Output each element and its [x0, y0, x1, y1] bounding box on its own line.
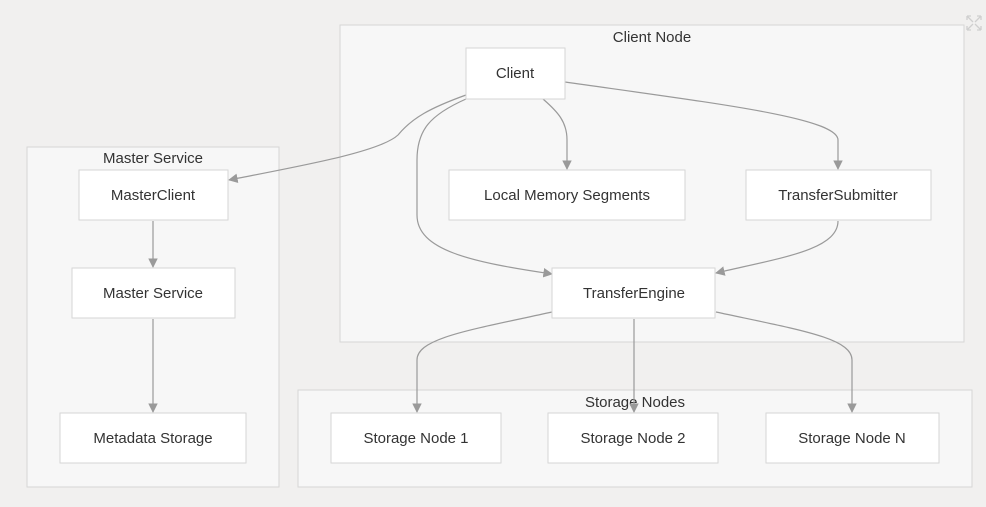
node-transferengine[interactable]: TransferEngine — [551, 267, 716, 319]
edge-transferengine-to-storagen — [715, 311, 857, 413]
node-client-label: Client — [496, 65, 535, 82]
node-storage-node-n[interactable]: Storage Node N — [765, 412, 940, 464]
edge-transferengine-to-storage1 — [412, 311, 553, 413]
cluster-client-node-label: Client Node — [613, 29, 691, 46]
edges — [148, 81, 857, 413]
node-metadata-storage-label: Metadata Storage — [93, 430, 212, 447]
edge-client-to-transferengine — [416, 98, 553, 278]
node-masterclient[interactable]: MasterClient — [78, 169, 229, 221]
node-storage-node-1[interactable]: Storage Node 1 — [330, 412, 502, 464]
node-metadata-storage[interactable]: Metadata Storage — [59, 412, 247, 464]
cluster-storage-nodes-label: Storage Nodes — [585, 394, 685, 411]
node-storage-node-2-label: Storage Node 2 — [580, 430, 685, 447]
node-storage-node-n-label: Storage Node N — [798, 430, 906, 447]
expand-icon[interactable] — [964, 13, 984, 33]
node-local-memory-segments-label: Local Memory Segments — [484, 187, 650, 204]
node-transferengine-label: TransferEngine — [583, 285, 685, 302]
node-transfersubmitter-label: TransferSubmitter — [778, 187, 897, 204]
edge-client-to-local-memory — [542, 98, 572, 170]
edge-transfersubmitter-to-transferengine — [715, 220, 839, 276]
node-storage-node-1-label: Storage Node 1 — [363, 430, 468, 447]
node-master-service[interactable]: Master Service — [71, 267, 236, 319]
node-client[interactable]: Client — [465, 47, 566, 100]
edge-client-to-masterclient — [228, 94, 467, 184]
node-transfersubmitter[interactable]: TransferSubmitter — [745, 169, 932, 221]
node-storage-node-2[interactable]: Storage Node 2 — [547, 412, 719, 464]
node-masterclient-label: MasterClient — [111, 187, 196, 204]
cluster-master-service-label: Master Service — [103, 150, 203, 167]
edge-client-to-transfersubmitter — [564, 81, 843, 170]
node-master-service-label: Master Service — [103, 285, 203, 302]
node-local-memory-segments[interactable]: Local Memory Segments — [448, 169, 686, 221]
